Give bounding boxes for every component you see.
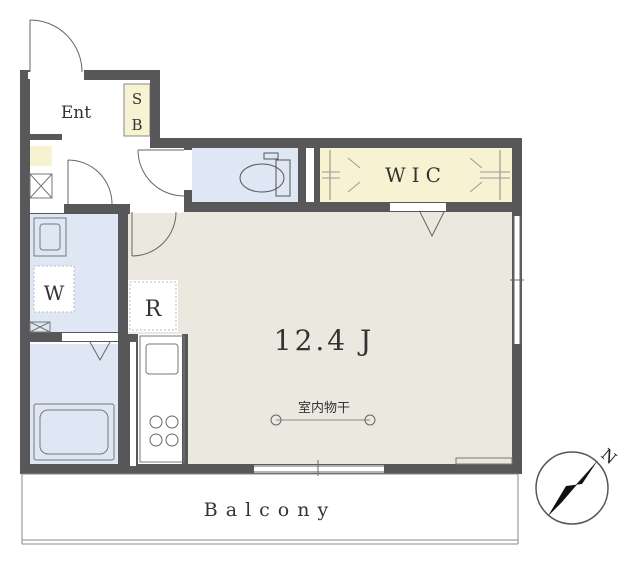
toilet-door-opening <box>184 150 192 190</box>
washroom-opening <box>30 204 64 213</box>
meter-box <box>29 173 53 199</box>
room-door-opening <box>130 204 182 213</box>
entrance-label: Ent <box>61 103 91 123</box>
wic-door-mark <box>419 211 445 238</box>
wic-label: WIC <box>385 163 447 187</box>
burner-icon <box>165 433 179 447</box>
shoe-box-label-b: B <box>131 116 142 134</box>
toilet-bowl <box>239 163 285 193</box>
burner-icon <box>165 415 179 429</box>
walk-in-closet-area <box>318 146 512 204</box>
bathtub <box>33 403 115 461</box>
main-room-floor <box>128 212 512 466</box>
bathroom-area <box>28 344 120 466</box>
room-door-swing <box>131 211 177 257</box>
toilet-tank <box>275 159 291 197</box>
fridge-label: R <box>145 297 163 322</box>
washer-label: W <box>44 281 65 305</box>
bathroom-opening <box>62 333 118 341</box>
indoor-drying-label: 室内物干 <box>298 400 350 415</box>
fridge-space <box>129 281 177 331</box>
shoe-box-label-s: S <box>132 90 142 108</box>
window-south <box>254 465 384 473</box>
utility-closet <box>28 146 52 166</box>
kitchen-gap <box>130 342 136 466</box>
bath-door-mark <box>89 341 111 362</box>
burner-icon <box>149 415 163 429</box>
north-label: N <box>597 445 620 469</box>
shoe-box-area <box>123 83 151 137</box>
kitchen-sink <box>145 343 179 375</box>
toilet-door-swing <box>137 149 185 197</box>
front-door-opening <box>28 72 84 79</box>
toilet-room <box>190 146 298 204</box>
compass: N <box>535 445 620 525</box>
drying-hook-icon <box>364 414 376 426</box>
drying-hook-icon <box>270 414 282 426</box>
washer-space <box>33 265 75 313</box>
wic-opening <box>390 203 446 211</box>
wash-basin <box>33 217 67 257</box>
front-door-swing <box>29 19 83 73</box>
burner-icon <box>149 433 163 447</box>
hall-door-swing <box>67 159 113 205</box>
balcony-label: Balcony <box>204 499 336 521</box>
main-room-size-label: 12.4 J <box>274 324 374 357</box>
